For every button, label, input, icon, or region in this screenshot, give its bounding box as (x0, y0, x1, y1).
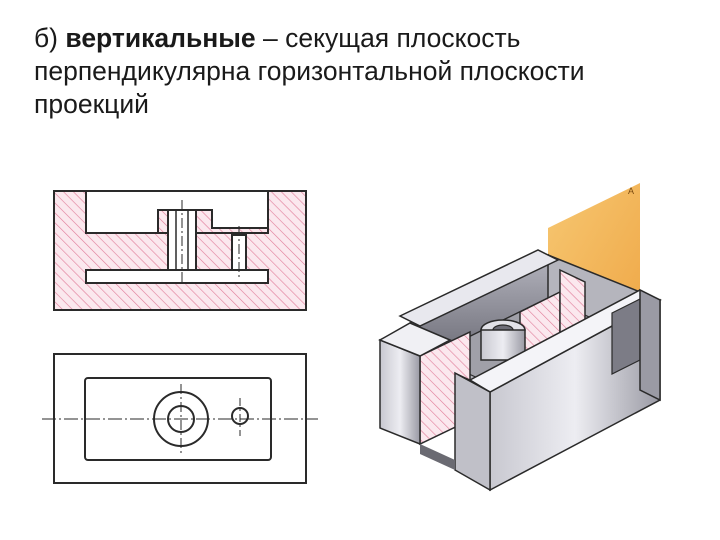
slide-text: б) вертикальные – секущая плоскость перп… (34, 22, 694, 121)
item-prefix: б) (34, 23, 66, 53)
plane-mark: A (628, 186, 634, 196)
top-view (42, 353, 318, 484)
definition-text: – секущая плоскость перпендикулярна гори… (34, 23, 585, 119)
front-view-section (53, 190, 307, 311)
term-vertical: вертикальные (65, 23, 256, 53)
isometric-view: A (378, 183, 662, 492)
